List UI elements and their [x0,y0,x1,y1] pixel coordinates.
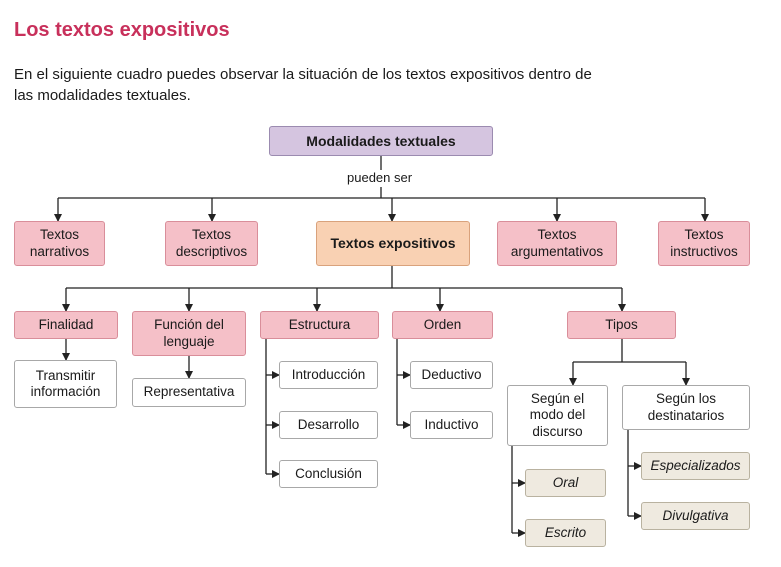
node-tipos: Tipos [567,311,676,339]
node-descriptivos: Textos descriptivos [165,221,258,266]
node-finalidad: Finalidad [14,311,118,339]
node-introduccion: Introducción [279,361,378,389]
node-estructura: Estructura [260,311,379,339]
node-representativa: Representativa [132,378,246,407]
node-argumentativos: Textos argumentativos [497,221,617,266]
node-inductivo: Inductivo [410,411,493,439]
node-oral: Oral [525,469,606,497]
node-escrito: Escrito [525,519,606,547]
root-node: Modalidades textuales [269,126,493,156]
node-segun-destinatarios: Según los destinatarios [622,385,750,430]
node-conclusion: Conclusión [279,460,378,488]
page-title: Los textos expositivos [14,19,230,41]
node-narrativos: Textos narrativos [14,221,105,266]
node-divulgativa: Divulgativa [641,502,750,530]
node-instructivos: Textos instructivos [658,221,750,266]
connector-label: pueden ser [344,170,416,185]
node-funcion-lenguaje: Función del lenguaje [132,311,246,356]
node-orden: Orden [392,311,493,339]
node-expositivos: Textos expositivos [316,221,470,266]
node-segun-modo-discurso: Según el modo del discurso [507,385,608,446]
node-transmitir-informacion: Transmitir información [14,360,117,408]
node-deductivo: Deductivo [410,361,493,389]
node-especializados: Especializados [641,452,750,480]
node-desarrollo: Desarrollo [279,411,378,439]
intro-paragraph: En el siguiente cuadro puedes observar l… [14,66,592,104]
